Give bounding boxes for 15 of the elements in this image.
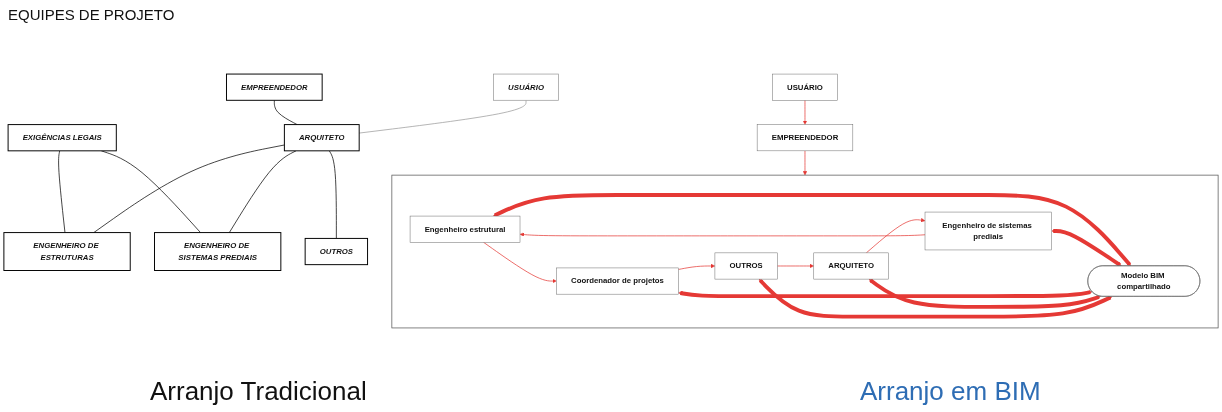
arrow (868, 278, 1101, 309)
diagram-heading: EQUIPES DE PROJETO (8, 6, 175, 23)
connector (58, 150, 66, 233)
connector (228, 150, 297, 233)
cluster (391, 174, 1219, 329)
arrow (678, 290, 1093, 299)
arrow (1051, 228, 1122, 267)
connector (100, 150, 201, 233)
panel-caption: Arranjo em BIM (860, 376, 1041, 407)
panel-caption: Arranjo Tradicional (150, 376, 367, 407)
arrow (758, 278, 1113, 319)
connector (93, 144, 285, 233)
connector (328, 150, 337, 239)
connector (273, 99, 298, 125)
connector (358, 99, 527, 134)
